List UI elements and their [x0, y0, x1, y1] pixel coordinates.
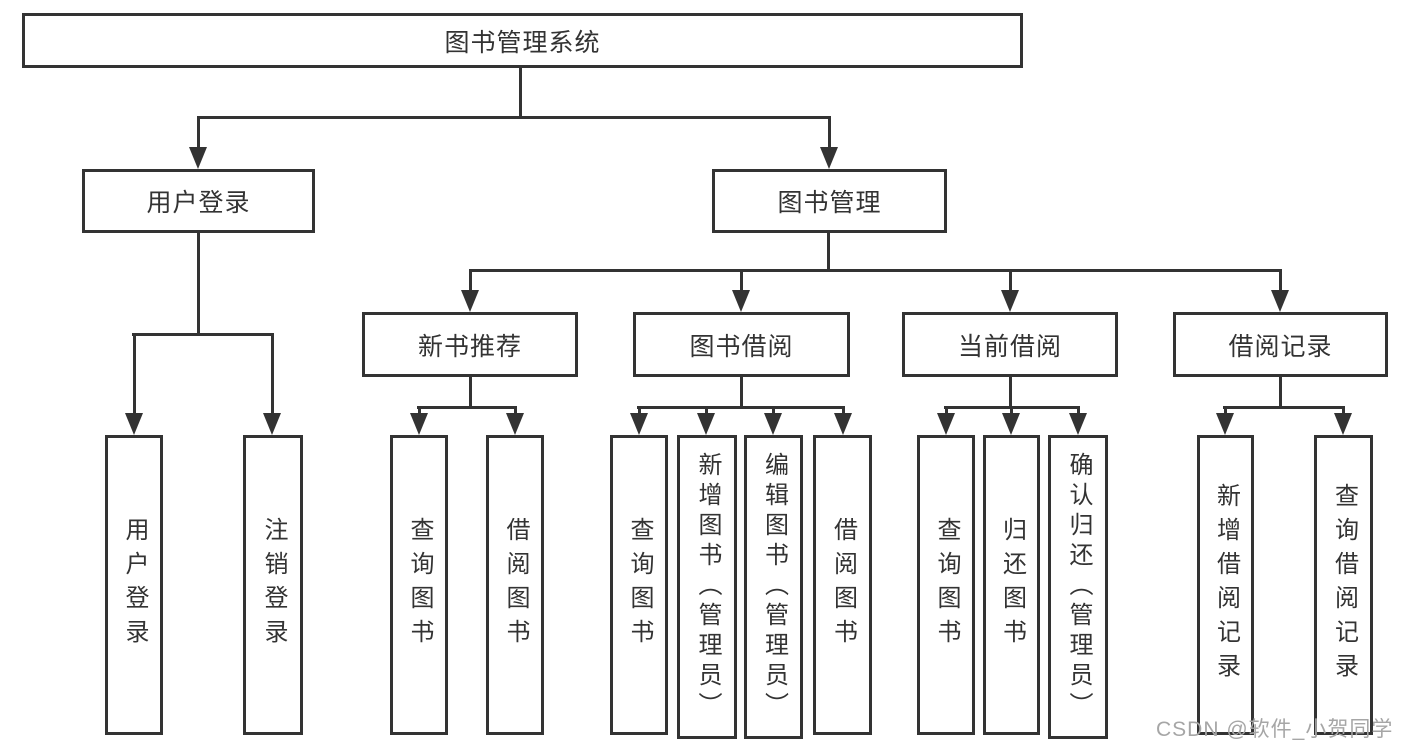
- arrow-down-icon: [630, 413, 648, 435]
- leaf-return-books: 归还图书: [983, 435, 1040, 735]
- connector-book-management-stem: [827, 231, 830, 271]
- node-current-borrowing: 当前借阅: [902, 312, 1118, 377]
- connector-new-book-stem: [469, 377, 472, 409]
- connector-leaf-drop: [1010, 406, 1013, 415]
- connector-root-stem: [519, 66, 522, 118]
- connector-current-borrowing-stem: [1009, 377, 1012, 409]
- node-borrowing-records: 借阅记录: [1173, 312, 1388, 377]
- connector-leaf-drop: [418, 406, 421, 415]
- arrow-down-icon: [732, 290, 750, 312]
- connector-current-borrowing-drop: [1009, 269, 1012, 292]
- connector-leaf-drop: [945, 406, 948, 415]
- node-library-management-system: 图书管理系统: [22, 13, 1023, 68]
- arrow-down-icon: [820, 147, 838, 169]
- leaf-query-books-borrowing: 查询图书: [610, 435, 668, 735]
- node-book-management: 图书管理: [712, 169, 947, 233]
- connector-book-borrowing-drop: [740, 269, 743, 292]
- connector-user-login-stem: [197, 233, 200, 335]
- arrow-down-icon: [461, 290, 479, 312]
- connector-book-management-rail: [469, 269, 1282, 272]
- arrow-down-icon: [937, 413, 955, 435]
- arrow-down-icon: [125, 413, 143, 435]
- connector-book-management-drop: [828, 116, 831, 148]
- connector-user-login-rail: [132, 333, 274, 336]
- connector-book-borrowing-stem: [740, 377, 743, 409]
- arrow-down-icon: [1271, 290, 1289, 312]
- leaf-borrow-books-recommend: 借阅图书: [486, 435, 544, 735]
- arrow-down-icon: [1216, 413, 1234, 435]
- arrow-down-icon: [697, 413, 715, 435]
- connector-leaf-drop: [133, 333, 136, 415]
- leaf-add-books-admin: 新增图书（管理员）: [677, 435, 737, 739]
- connector-book-borrowing-rail: [637, 406, 845, 409]
- arrow-down-icon: [263, 413, 281, 435]
- node-user-login: 用户登录: [82, 169, 315, 233]
- connector-root-rail: [197, 116, 831, 119]
- arrow-down-icon: [1001, 290, 1019, 312]
- arrow-down-icon: [764, 413, 782, 435]
- arrow-down-icon: [506, 413, 524, 435]
- connector-leaf-drop: [1224, 406, 1227, 415]
- leaf-query-borrow-record: 查询借阅记录: [1314, 435, 1373, 735]
- connector-borrowing-records-rail: [1223, 406, 1345, 409]
- connector-new-book-rail: [417, 406, 517, 409]
- arrow-down-icon: [189, 147, 207, 169]
- connector-new-book-drop: [469, 269, 472, 292]
- leaf-confirm-return-admin: 确认归还（管理员）: [1048, 435, 1108, 739]
- arrow-down-icon: [1002, 413, 1020, 435]
- connector-user-login-drop: [197, 116, 200, 148]
- connector-leaf-drop: [514, 406, 517, 415]
- connector-leaf-drop: [271, 333, 274, 415]
- arrow-down-icon: [1069, 413, 1087, 435]
- leaf-query-books-recommend: 查询图书: [390, 435, 448, 735]
- leaf-query-books-current: 查询图书: [917, 435, 975, 735]
- connector-leaf-drop: [638, 406, 641, 415]
- arrow-down-icon: [410, 413, 428, 435]
- leaf-add-borrow-record: 新增借阅记录: [1197, 435, 1254, 735]
- node-new-book-recommendation: 新书推荐: [362, 312, 578, 377]
- leaf-logout: 注销登录: [243, 435, 303, 735]
- leaf-borrow-books-borrowing: 借阅图书: [813, 435, 872, 735]
- node-book-borrowing: 图书借阅: [633, 312, 850, 377]
- connector-leaf-drop: [1342, 406, 1345, 415]
- connector-leaf-drop: [705, 406, 708, 415]
- connector-leaf-drop: [772, 406, 775, 415]
- connector-borrowing-records-drop: [1279, 269, 1282, 292]
- arrow-down-icon: [834, 413, 852, 435]
- leaf-user-login: 用户登录: [105, 435, 163, 735]
- arrow-down-icon: [1334, 413, 1352, 435]
- csdn-watermark: CSDN @软件_小贺同学: [1156, 718, 1394, 741]
- connector-leaf-drop: [1077, 406, 1080, 415]
- connector-borrowing-records-stem: [1279, 377, 1282, 409]
- connector-leaf-drop: [842, 406, 845, 415]
- leaf-edit-books-admin: 编辑图书（管理员）: [744, 435, 803, 739]
